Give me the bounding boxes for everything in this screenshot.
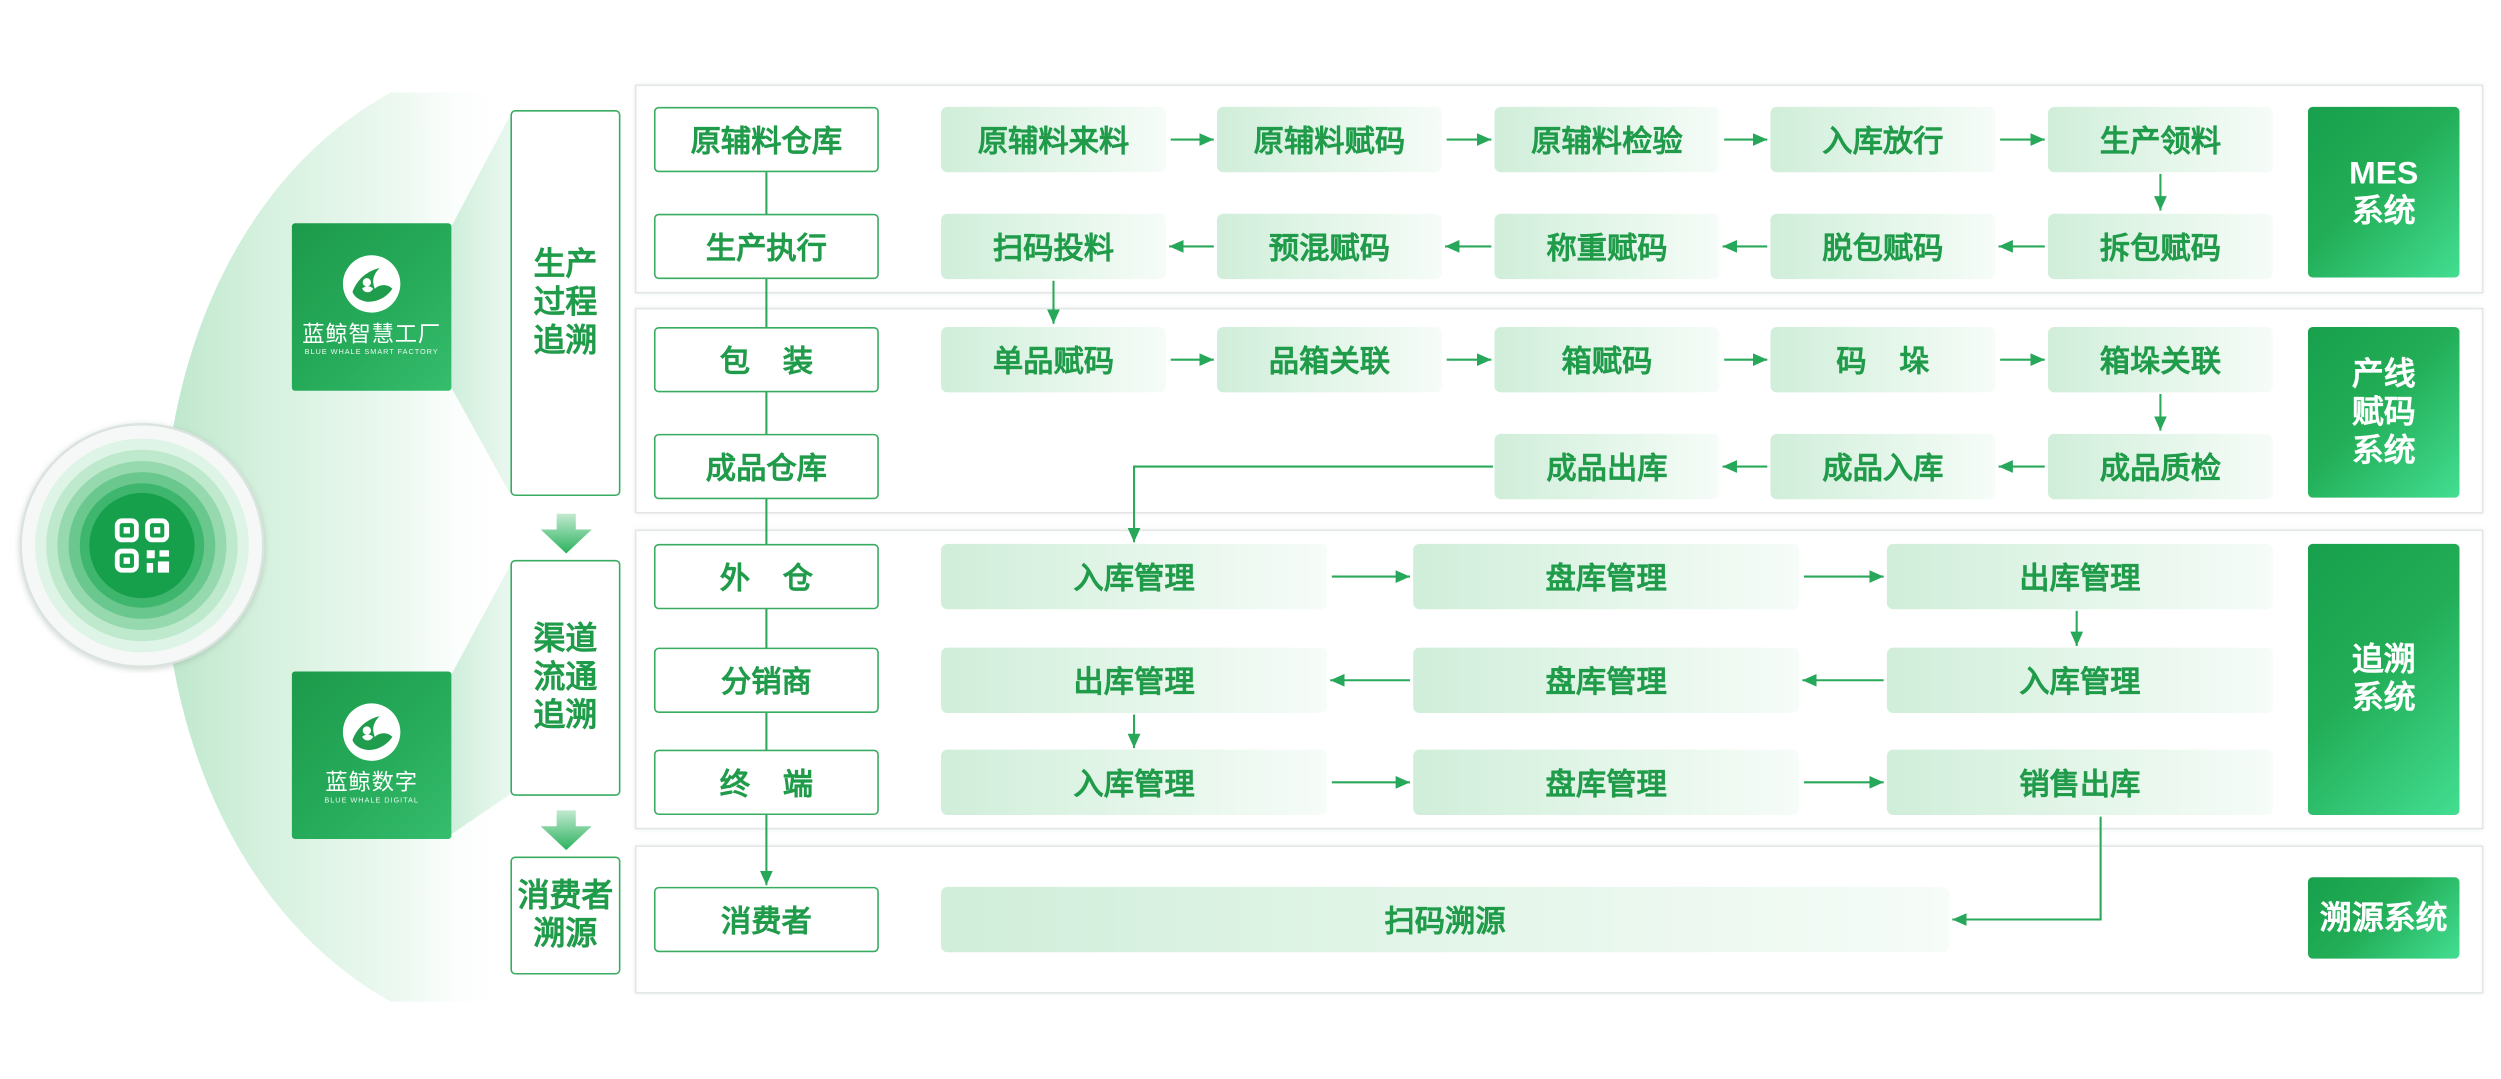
system-label: 溯源系统 — [2319, 900, 2448, 936]
category-label: 过程 — [533, 285, 598, 321]
process-step: 称重赋码 — [1494, 213, 1720, 280]
logo-smart-factory: 蓝鲸智慧工厂 BLUE WHALE SMART FACTORY — [291, 223, 452, 391]
stage-box: 分销商 — [653, 647, 879, 713]
process-step: 生产领料 — [2047, 106, 2273, 173]
process-step: 入库管理 — [941, 749, 1328, 816]
hub-circle — [19, 423, 265, 668]
system-traceability: 追溯 系统 — [2307, 543, 2460, 816]
stage-box: 成品仓库 — [653, 433, 879, 500]
logo-title: 蓝鲸智慧工厂 — [302, 320, 442, 347]
process-step: 成品入库 — [1770, 433, 1996, 500]
process-step: 扫码投料 — [941, 213, 1166, 280]
process-step: 出库管理 — [1886, 543, 2273, 610]
stage-box: 生产执行 — [653, 213, 879, 280]
stage-box: 消费者 — [653, 886, 879, 953]
system-label: 系统 — [2351, 193, 2416, 229]
system-label: MES — [2349, 155, 2419, 191]
process-step: 盘库管理 — [1413, 647, 1800, 713]
stage-box: 原辅料仓库 — [653, 106, 879, 173]
logo-subtitle: BLUE WHALE SMART FACTORY — [304, 347, 439, 356]
process-step: 出库管理 — [941, 647, 1328, 713]
beam-connector — [451, 564, 511, 835]
system-label: 追溯 — [2351, 642, 2416, 678]
category-consumer-trace: 消费者 溯源 — [510, 856, 621, 975]
system-line-coding: 产线 赋码 系统 — [2307, 326, 2460, 498]
process-step: 原辅料赋码 — [1216, 106, 1442, 173]
system-mes: MES 系统 — [2307, 106, 2460, 278]
whale-logo-icon — [342, 703, 401, 761]
process-step: 销售出库 — [1886, 749, 2273, 816]
qr-code-icon — [114, 518, 170, 573]
category-label: 消费者 — [517, 878, 614, 914]
process-step: 成品出库 — [1494, 433, 1720, 500]
process-step: 盘库管理 — [1413, 543, 1800, 610]
logo-subtitle: BLUE WHALE DIGITAL — [324, 795, 419, 804]
process-step: 品箱关联 — [1216, 326, 1442, 393]
category-label: 追溯 — [533, 323, 598, 359]
logo-title: 蓝鲸数字 — [325, 768, 418, 795]
logo-digital: 蓝鲸数字 BLUE WHALE DIGITAL — [291, 671, 452, 839]
system-label: 系统 — [2351, 433, 2416, 469]
down-arrow-icon — [540, 810, 592, 851]
process-step: 原辅料来料 — [941, 106, 1166, 173]
down-arrow-icon — [540, 513, 592, 554]
process-step: 入库管理 — [941, 543, 1328, 610]
process-step: 入库放行 — [1770, 106, 1996, 173]
system-label: 赋码 — [2351, 394, 2416, 430]
process-step: 码 垛 — [1770, 326, 1996, 393]
process-step: 盘库管理 — [1413, 749, 1800, 816]
whale-logo-icon — [342, 255, 401, 313]
process-step: 拆包赋码 — [2047, 213, 2273, 280]
process-step: 扫码溯源 — [941, 886, 1950, 953]
process-step: 成品质检 — [2047, 433, 2273, 500]
category-label: 溯源 — [533, 917, 598, 953]
system-label: 产线 — [2351, 356, 2416, 392]
system-source-trace: 溯源系统 — [2307, 877, 2460, 959]
process-step: 脱包赋码 — [1770, 213, 1996, 280]
stage-box: 外 仓 — [653, 543, 879, 610]
category-label: 生产 — [533, 247, 598, 283]
system-label: 系统 — [2351, 681, 2416, 717]
beam-connector — [451, 114, 511, 495]
category-channel-trace: 渠道 流通 追溯 — [510, 559, 621, 796]
stage-box: 终 端 — [653, 749, 879, 816]
category-label: 追溯 — [533, 698, 598, 734]
stage-box: 包 装 — [653, 326, 879, 393]
process-step: 预混赋码 — [1216, 213, 1442, 280]
category-label: 流通 — [533, 660, 598, 696]
process-step: 单品赋码 — [941, 326, 1166, 393]
category-production-trace: 生产 过程 追溯 — [510, 110, 621, 497]
process-step: 入库管理 — [1886, 647, 2273, 713]
process-step: 箱垛关联 — [2047, 326, 2273, 393]
process-step: 箱赋码 — [1494, 326, 1720, 393]
category-label: 渠道 — [533, 622, 598, 658]
process-step: 原辅料检验 — [1494, 106, 1720, 173]
